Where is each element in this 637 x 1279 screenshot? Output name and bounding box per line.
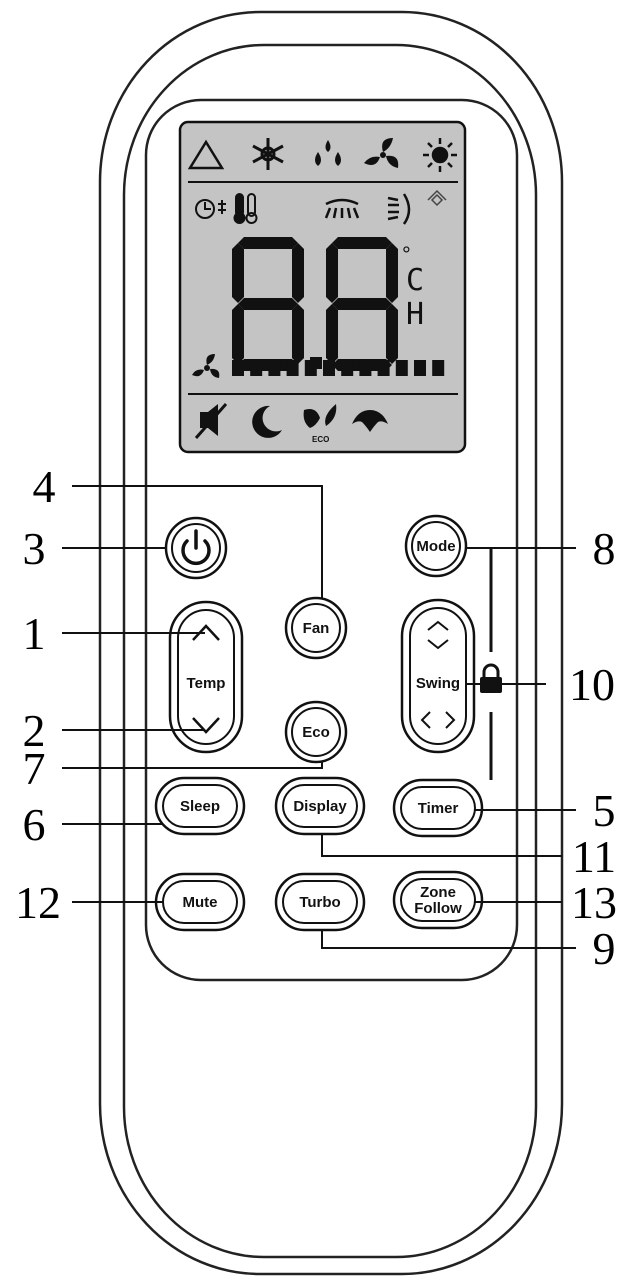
leader-7 — [62, 762, 323, 769]
chevron-down-icon — [192, 717, 220, 734]
signal-icon — [427, 189, 447, 207]
eco-button[interactable]: Eco — [284, 700, 348, 764]
leader-9 — [321, 930, 576, 949]
fan-level-segment — [414, 360, 426, 376]
mute-icon — [194, 403, 228, 439]
chevron-down-icon — [427, 639, 449, 650]
fan-button-label: Fan — [303, 620, 330, 637]
celsius-unit: C — [406, 263, 424, 298]
timer-icon — [195, 199, 226, 219]
callout-2: 2 — [23, 705, 46, 756]
fan-level-segment — [250, 360, 263, 376]
lcd-screen: ° C H ECO — [178, 120, 467, 454]
timer-button[interactable]: Timer — [392, 778, 484, 838]
remote-body-outer — [98, 10, 564, 1276]
power-icon — [181, 529, 211, 566]
callout-12: 12 — [15, 877, 61, 928]
temp-label: Temp — [187, 675, 226, 692]
zone-follow-label-line2: Follow — [414, 900, 462, 917]
fan-speed-icon — [192, 354, 220, 378]
horizontal-swing-button[interactable] — [420, 711, 456, 729]
chevron-right-icon — [445, 711, 456, 729]
mute-button[interactable]: Mute — [154, 872, 246, 932]
leader-4 — [72, 485, 323, 598]
callout-11: 11 — [572, 831, 616, 882]
turbo-icon — [352, 410, 388, 432]
callout-6: 6 — [23, 799, 46, 850]
callout-1: 1 — [23, 608, 46, 659]
callout-4: 4 — [33, 461, 56, 512]
degree-symbol: ° — [402, 242, 411, 267]
lock-icon — [480, 663, 502, 693]
fan-level-segment — [395, 360, 408, 376]
timer-button-label: Timer — [418, 800, 459, 817]
fan-level-bar — [232, 360, 445, 376]
cool-mode-icon — [252, 138, 284, 170]
leader-11 — [321, 834, 562, 857]
horizontal-swing-icon — [387, 193, 411, 225]
temperature-icon — [233, 193, 258, 224]
heat-unit: H — [406, 297, 424, 332]
callout-8: 8 — [593, 523, 616, 574]
fan-level-segment — [323, 360, 335, 376]
fan-level-segment — [432, 360, 445, 376]
callout-7: 7 — [23, 743, 46, 794]
eco-caption: ECO — [312, 435, 329, 444]
chevron-left-icon — [420, 711, 431, 729]
swing-label: Swing — [416, 675, 460, 692]
sleep-button[interactable]: Sleep — [154, 776, 246, 836]
dry-mode-icon — [315, 140, 341, 166]
fan-level-segment — [232, 360, 244, 376]
eco-icon: ECO — [303, 404, 337, 444]
mode-button-label: Mode — [416, 538, 455, 555]
turbo-button-label: Turbo — [299, 894, 340, 911]
callout-9: 9 — [593, 923, 616, 974]
swing-rocker[interactable]: Swing — [400, 598, 476, 754]
chevron-up-icon — [192, 624, 220, 641]
mute-button-label: Mute — [183, 894, 218, 911]
button-panel — [144, 98, 519, 982]
callout-5: 5 — [593, 785, 616, 836]
callout-10: 10 — [569, 659, 615, 710]
callout-13: 13 — [571, 877, 617, 928]
eco-button-label: Eco — [302, 724, 330, 741]
fan-level-segment — [304, 360, 317, 376]
fan-mode-icon — [364, 138, 399, 168]
fan-level-segment — [359, 360, 372, 376]
fan-level-segment — [341, 360, 354, 376]
leader-lines — [62, 485, 576, 949]
vertical-swing-button[interactable] — [427, 620, 449, 650]
auto-mode-icon — [187, 139, 225, 170]
fan-level-segment — [268, 360, 281, 376]
display-button-label: Display — [293, 798, 347, 815]
vertical-swing-icon — [324, 198, 360, 219]
turbo-button[interactable]: Turbo — [274, 872, 366, 932]
temp-up-button[interactable] — [192, 624, 220, 641]
temp-rocker[interactable]: Temp — [168, 600, 244, 754]
zone-follow-button[interactable]: Zone Follow — [392, 870, 484, 930]
fan-level-segment — [286, 360, 299, 376]
heat-mode-icon — [423, 138, 457, 172]
mode-button[interactable]: Mode — [404, 514, 468, 578]
zone-follow-label-line1: Zone — [420, 884, 456, 901]
fan-button[interactable]: Fan — [284, 596, 348, 660]
display-button[interactable]: Display — [274, 776, 366, 836]
temp-down-button[interactable] — [192, 717, 220, 734]
remote-body-inner — [122, 43, 538, 1259]
sleep-button-label: Sleep — [180, 798, 220, 815]
sleep-icon — [252, 405, 282, 438]
power-button[interactable] — [164, 516, 228, 580]
chevron-up-icon — [427, 620, 449, 631]
callout-3: 3 — [23, 523, 46, 574]
fan-level-segment — [377, 360, 390, 376]
